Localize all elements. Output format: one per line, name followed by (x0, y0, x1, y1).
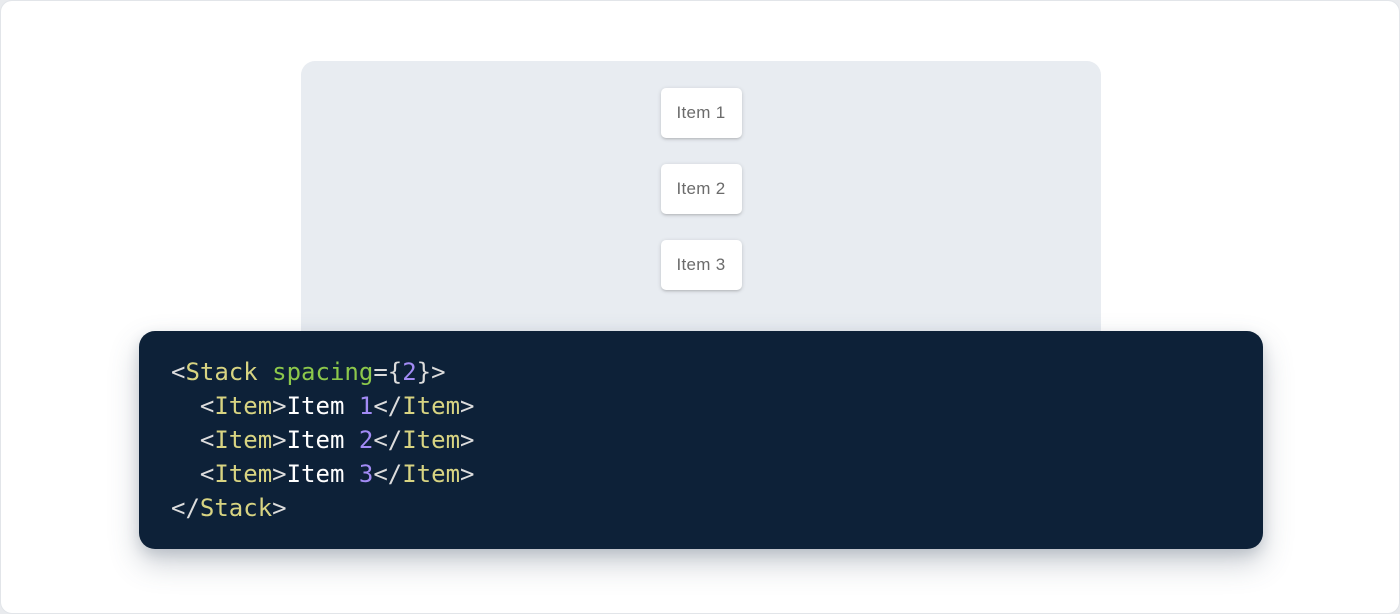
code-token-p: </ (373, 392, 403, 420)
code-token-txt (258, 358, 272, 386)
code-token-p: > (460, 392, 475, 420)
code-token-txt: Item (286, 392, 359, 420)
code-token-p: < (199, 426, 215, 454)
code-token-tag: Item (402, 426, 461, 454)
code-token-tag: Stack (199, 494, 273, 522)
code-token-txt: Item (286, 460, 359, 488)
code-token-num: 2 (358, 426, 374, 454)
code-line: <Item>Item 3</Item> (171, 457, 1231, 491)
code-token-num: 2 (402, 358, 417, 386)
stack-container: Item 1 Item 2 Item 3 (301, 61, 1101, 290)
code-token-p: ={ (373, 358, 403, 386)
code-token-p: </ (171, 494, 200, 522)
code-token-num: 3 (358, 460, 374, 488)
code-token-p: > (460, 426, 475, 454)
code-token-tag: Item (214, 460, 273, 488)
code-token-p: </ (373, 460, 403, 488)
code-token-tag: Item (214, 392, 273, 420)
code-token-txt: Item (286, 426, 359, 454)
code-token-p: > (272, 392, 287, 420)
code-token-txt (171, 392, 200, 420)
code-token-p: < (199, 460, 215, 488)
code-line: <Stack spacing={2}> (171, 355, 1231, 389)
code-token-p: </ (373, 426, 403, 454)
code-line: </Stack> (171, 491, 1231, 525)
code-token-p: < (171, 358, 186, 386)
code-block: <Stack spacing={2}> <Item>Item 1</Item> … (139, 331, 1263, 549)
code-token-attr: spacing (272, 358, 374, 386)
code-token-p: < (199, 392, 215, 420)
code-token-tag: Stack (185, 358, 258, 386)
code-line: <Item>Item 2</Item> (171, 423, 1231, 457)
item-card: Item 3 (660, 240, 742, 290)
code-token-num: 1 (358, 392, 374, 420)
item-card: Item 2 (660, 164, 742, 214)
code-token-tag: Item (402, 392, 461, 420)
code-token-p: > (460, 460, 475, 488)
code-token-txt (171, 426, 200, 454)
stack-demo-panel: Item 1 Item 2 Item 3 (301, 61, 1101, 361)
code-token-p: > (272, 426, 287, 454)
code-token-txt (171, 460, 200, 488)
code-token-tag: Item (214, 426, 273, 454)
code-token-p: > (272, 494, 287, 522)
code-line: <Item>Item 1</Item> (171, 389, 1231, 423)
item-card: Item 1 (660, 88, 742, 138)
code-token-tag: Item (402, 460, 461, 488)
code-token-p: }> (416, 358, 446, 386)
code-token-p: > (272, 460, 287, 488)
